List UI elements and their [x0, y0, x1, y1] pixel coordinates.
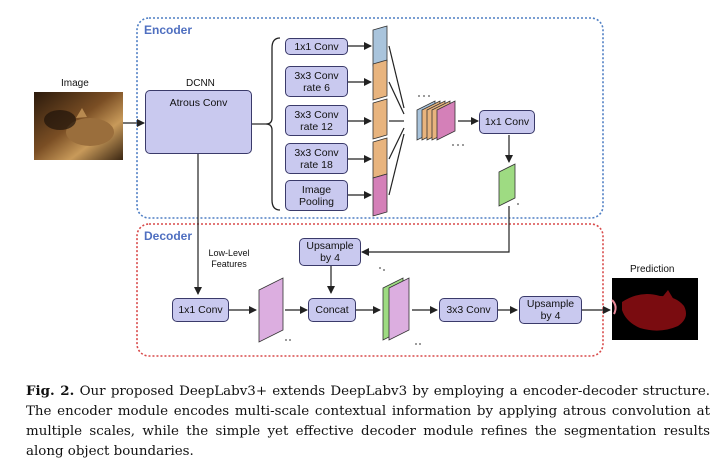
- branch-3x3-conv-rate12: 3x3 Conv rate 12: [285, 105, 348, 136]
- figure-diagram: [34, 17, 698, 357]
- encoder-frame: [136, 17, 604, 219]
- dot-decorations: [285, 95, 519, 345]
- encoder-1x1-conv: 1x1 Conv: [479, 110, 535, 134]
- branch-3x3-conv-rate18: 3x3 Conv rate 18: [285, 143, 348, 174]
- branch-feature-maps: [372, 25, 388, 217]
- fan-in-arrows: [388, 45, 405, 196]
- upsample-by4-top: Upsample by 4: [299, 238, 361, 266]
- input-image: [34, 92, 123, 160]
- decoder-concat-block: [382, 277, 410, 341]
- branch-image-pooling: Image Pooling: [285, 180, 348, 211]
- decoder-arrows: [229, 266, 611, 314]
- arrow-encoder-to-upsample: [361, 206, 510, 256]
- low-level-features-label: Low-Level Features: [208, 248, 250, 269]
- encoder-title: Encoder: [144, 23, 193, 37]
- branch-1x1-conv: 1x1 Conv: [285, 38, 348, 55]
- branch-arrows: [348, 42, 372, 199]
- upsample-by4-out: Upsample by 4: [519, 296, 582, 324]
- deeplabv3plus-figure: Encoder Decoder Image DCNN Atrous Conv 1…: [34, 17, 698, 357]
- concat-box: Concat: [308, 298, 356, 322]
- decoder-1x1-conv: 1x1 Conv: [172, 298, 229, 322]
- atrous-conv-box: Atrous Conv: [145, 90, 252, 154]
- decoder-lowlevel-block: [258, 277, 284, 343]
- branch-bracket: [265, 37, 281, 211]
- prediction-image: [611, 278, 698, 340]
- image-label: Image: [61, 78, 89, 89]
- branch-3x3-conv-rate6: 3x3 Conv rate 6: [285, 66, 348, 97]
- decoder-frame: [136, 223, 604, 357]
- atrous-conv-label: Atrous Conv: [169, 97, 228, 109]
- decoder-3x3-conv: 3x3 Conv: [439, 298, 498, 322]
- figure-caption: Fig. 2. Our proposed DeepLabv3+ extends …: [26, 381, 710, 462]
- caption-label: Fig. 2.: [26, 383, 75, 399]
- encoder-output-block: [498, 163, 516, 207]
- prediction-label: Prediction: [630, 264, 675, 275]
- caption-text: Our proposed DeepLabv3+ extends DeepLabv…: [26, 384, 711, 459]
- dcnn-label: DCNN: [186, 78, 215, 89]
- decoder-title: Decoder: [144, 229, 193, 243]
- concatenated-features-block: [416, 100, 456, 141]
